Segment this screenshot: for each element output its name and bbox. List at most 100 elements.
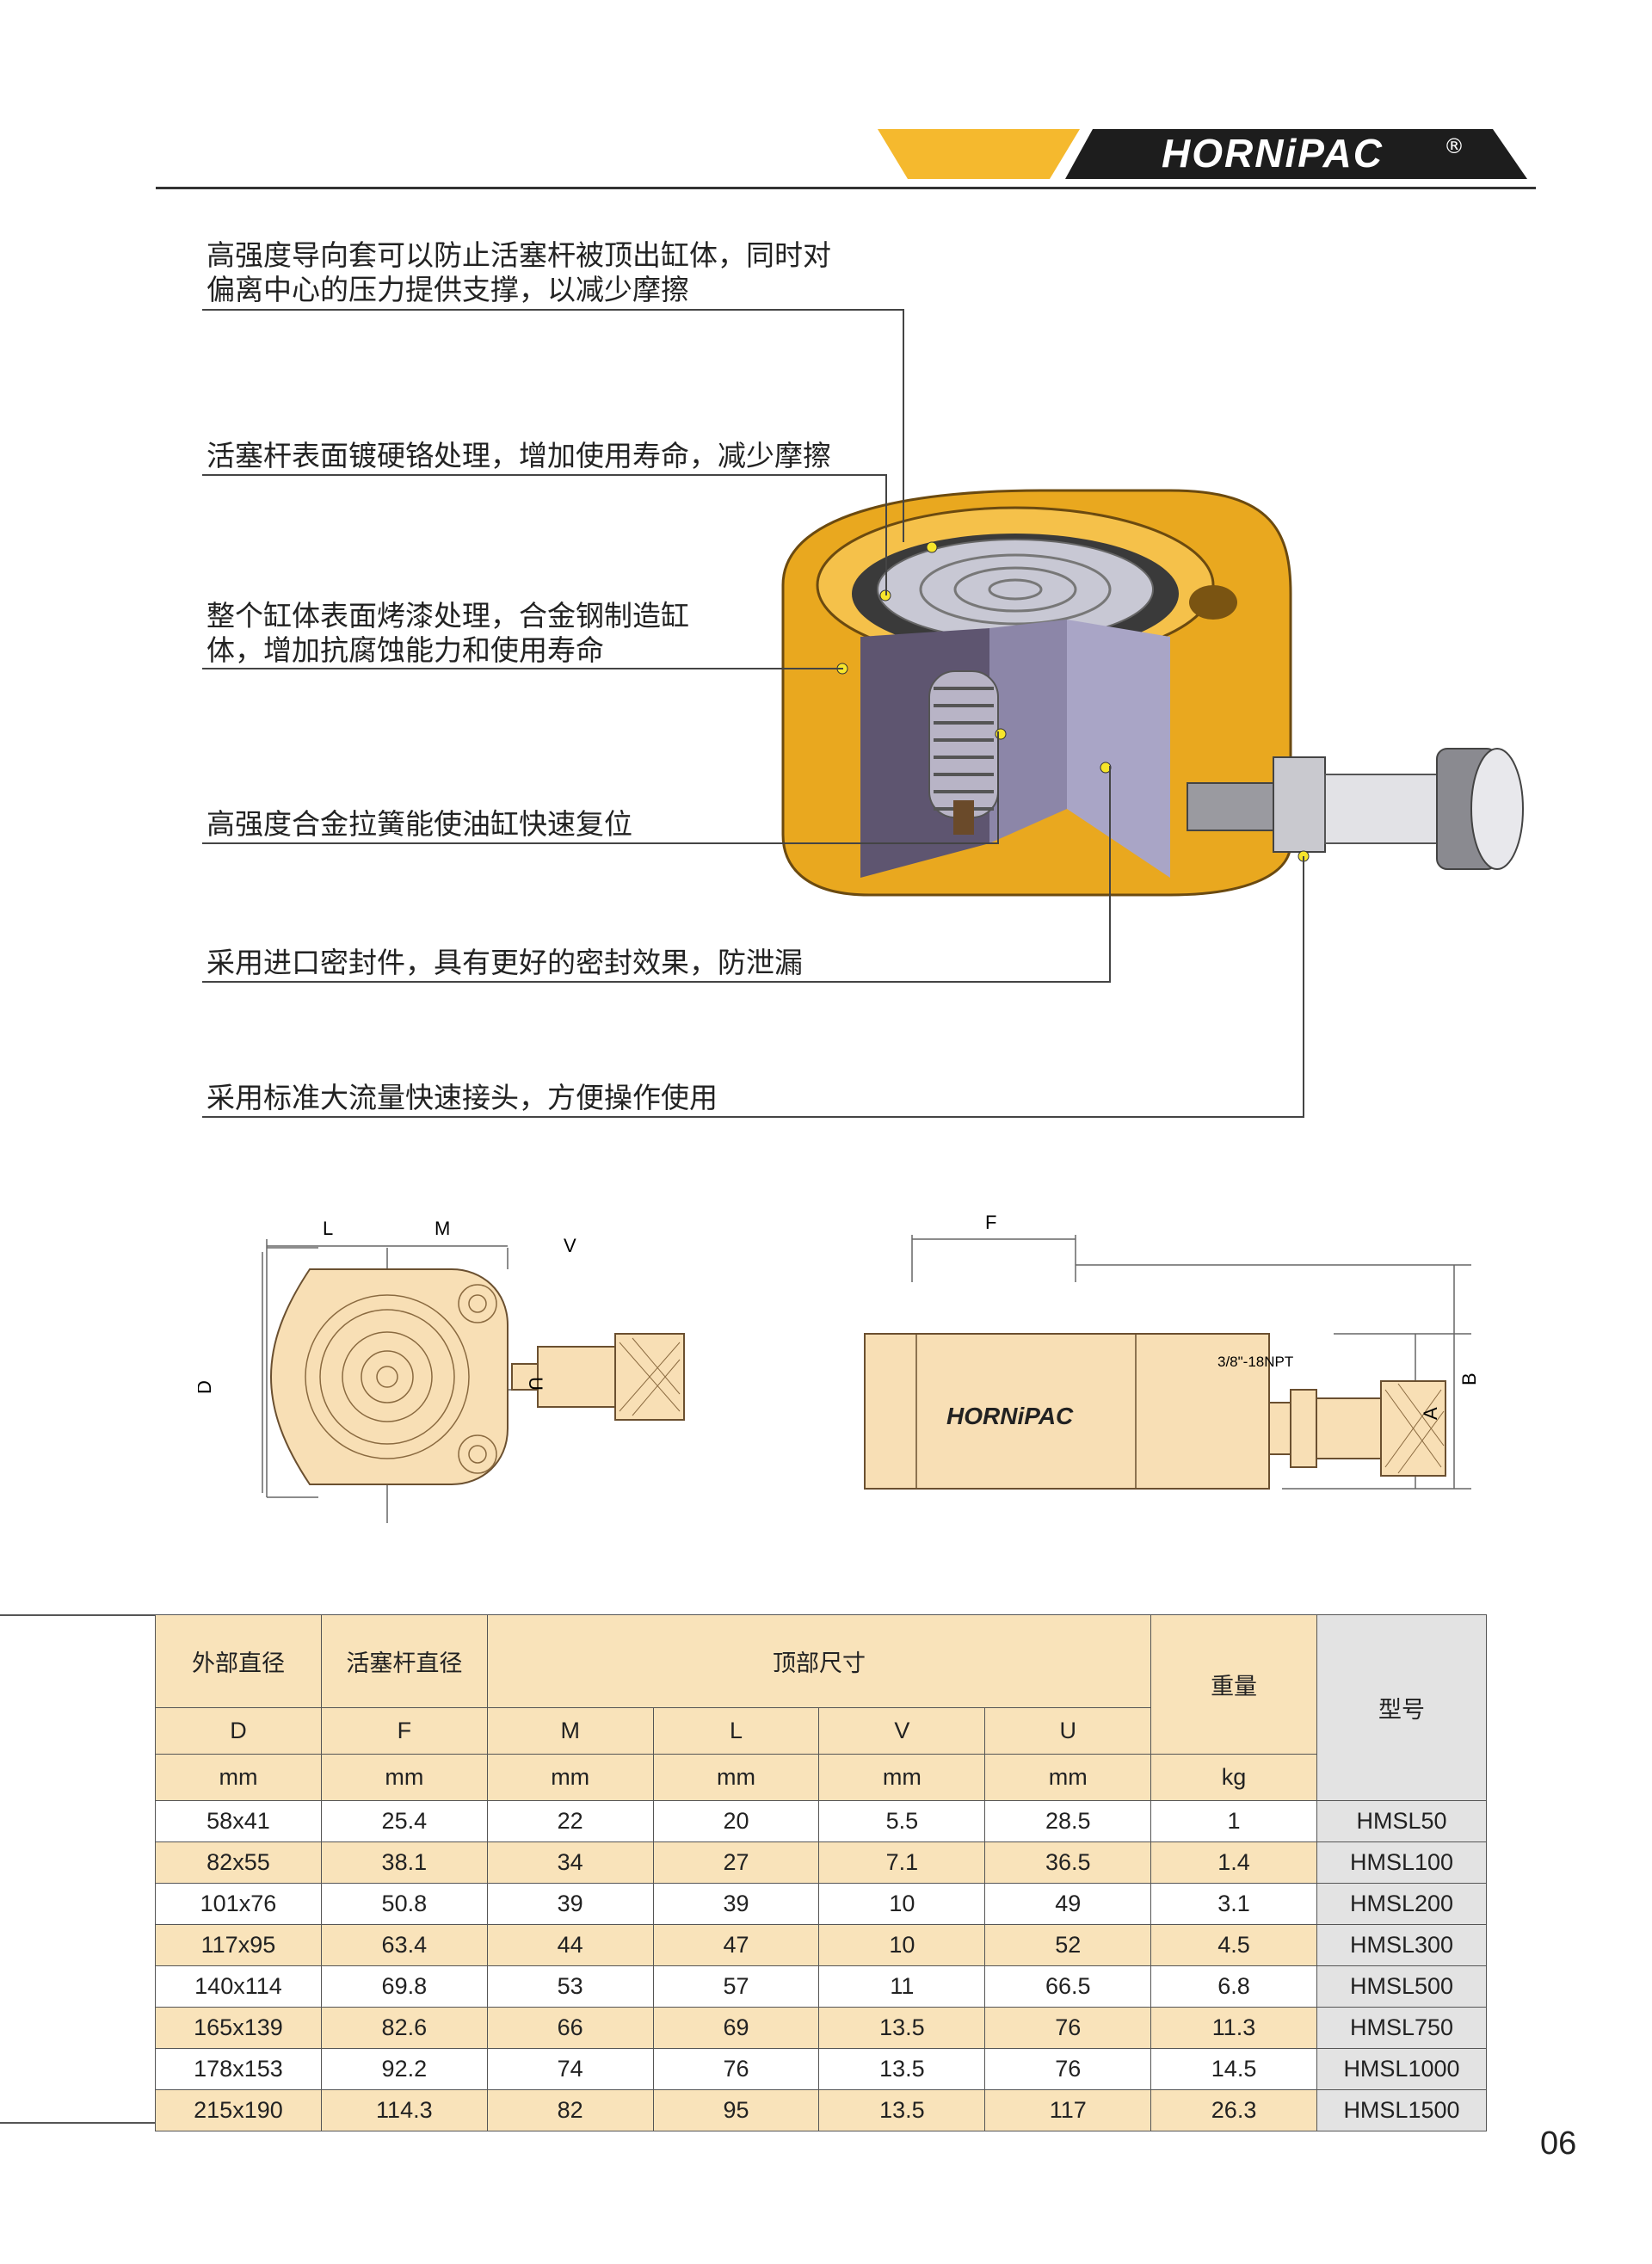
table-cell: 27 [652, 1841, 820, 1884]
table-cell: 66 [486, 2007, 654, 2049]
cut-wall-right [1067, 620, 1170, 878]
side-view-brand: HORNiPAC [946, 1403, 1074, 1429]
label-D: D [198, 1380, 215, 1394]
table-cell: 82 [486, 2089, 654, 2131]
header-model: 型号 [1316, 1614, 1488, 1801]
table-cell: 49 [984, 1883, 1152, 1925]
callout-chrome-rod: 活塞杆表面镀硬铬处理，增加使用寿命，减少摩擦 [206, 439, 831, 472]
table-cell: 7.1 [818, 1841, 986, 1884]
table-cell: 11.3 [1150, 2007, 1317, 2049]
symbol-V: V [818, 1707, 986, 1755]
table-cell: 34 [486, 1841, 654, 1884]
table-cell: 165x139 [155, 2007, 322, 2049]
table-cell: 22 [486, 1800, 654, 1842]
table-cell: 26.3 [1150, 2089, 1317, 2131]
label-thread: 3/8"-18NPT [1217, 1354, 1293, 1370]
table-cell: 1 [1150, 1800, 1317, 1842]
table-cell: 140x114 [155, 1965, 322, 2008]
table-cell: 3.1 [1150, 1883, 1317, 1925]
callout-seals: 采用进口密封件，具有更好的密封效果，防泄漏 [206, 946, 803, 979]
spring-anchor [953, 800, 974, 835]
side-view-body [864, 1333, 1270, 1490]
table-cell: 215x190 [155, 2089, 322, 2131]
label-F: F [985, 1212, 996, 1233]
unit-cell: mm [155, 1754, 322, 1801]
table-unit-row: mm mm mm mm mm mm kg [155, 1754, 1487, 1801]
symbol-U: U [984, 1707, 1152, 1755]
brand-logo-graphic: HORNiPAC ® [878, 129, 1527, 179]
unit-cell: mm [320, 1754, 488, 1801]
coupler-body [1324, 774, 1438, 844]
table-cell: 28.5 [984, 1800, 1152, 1842]
model-cell: HMSL500 [1316, 1965, 1488, 2008]
table-cell: 117x95 [155, 1924, 322, 1966]
top-view-body [269, 1268, 509, 1485]
table-cell: 66.5 [984, 1965, 1152, 2008]
model-cell: HMSL50 [1316, 1800, 1488, 1842]
label-B: B [1458, 1373, 1480, 1385]
table-cell: 74 [486, 2048, 654, 2090]
table-symbol-row: D F M L V U [155, 1707, 1487, 1755]
table-cell: 10 [818, 1883, 986, 1925]
symbol-M: M [486, 1707, 654, 1755]
table-cell: 50.8 [320, 1883, 488, 1925]
label-L: L [323, 1218, 333, 1239]
side-view-drawing: HORNiPAC F 3/8"-18NPT A B [864, 1212, 1480, 1490]
callout-guide-sleeve: 高强度导向套可以防止活塞杆被顶出缸体，同时对 偏离中心的压力提供支撑，以减少摩擦 [206, 238, 831, 306]
header-rod-dia: 活塞杆直径 [320, 1614, 488, 1708]
callout-return-spring: 高强度合金拉簧能使油缸快速复位 [206, 807, 632, 841]
table-cell: 14.5 [1150, 2048, 1317, 2090]
table-cell: 36.5 [984, 1841, 1152, 1884]
table-cell: 114.3 [320, 2089, 488, 2131]
header-outer-dia: 外部直径 [155, 1614, 322, 1708]
label-V: V [564, 1235, 576, 1256]
table-cell: 47 [652, 1924, 820, 1966]
model-cell: HMSL1500 [1316, 2089, 1488, 2131]
brand-logo-text: HORNiPAC [1162, 131, 1384, 176]
table-cell: 95 [652, 2089, 820, 2131]
table-cell: 13.5 [818, 2048, 986, 2090]
symbol-L: L [652, 1707, 820, 1755]
table-cell: 11 [818, 1965, 986, 2008]
mounting-hole [1189, 585, 1237, 620]
registered-mark: ® [1444, 134, 1464, 158]
table-left-rule-top [0, 1614, 155, 1616]
page-number: 06 [1540, 2125, 1577, 2162]
table-cell: 63.4 [320, 1924, 488, 1966]
table-cell: 10 [818, 1924, 986, 1966]
table-group-header-row: 外部直径 活塞杆直径 顶部尺寸 重量 型号 [155, 1614, 1488, 1801]
table-cell: 117 [984, 2089, 1152, 2131]
header-weight: 重量 [1150, 1614, 1317, 1755]
table-cell: 5.5 [818, 1800, 986, 1842]
unit-cell: mm [652, 1754, 820, 1801]
callout-painted-body: 整个缸体表面烤漆处理，合金钢制造缸 体，增加抗腐蚀能力和使用寿命 [206, 599, 689, 667]
label-U: U [525, 1377, 546, 1391]
table-cell: 76 [984, 2007, 1152, 2049]
table-cell: 1.4 [1150, 1841, 1317, 1884]
callout-coupler: 采用标准大流量快速接头，方便操作使用 [206, 1081, 718, 1114]
table-cell: 101x76 [155, 1883, 322, 1925]
brand-header: HORNiPAC ® [878, 129, 1540, 182]
label-A: A [1420, 1407, 1441, 1420]
spec-table: 外部直径 活塞杆直径 顶部尺寸 重量 型号 D F M L V U mm mm … [155, 1614, 1488, 2131]
table-cell: 69.8 [320, 1965, 488, 2008]
symbol-F: F [320, 1707, 488, 1755]
table-cell: 39 [652, 1883, 820, 1925]
cylinder-cutaway-illustration [781, 489, 1524, 897]
unit-cell: mm [984, 1754, 1152, 1801]
table-cell: 53 [486, 1965, 654, 2008]
symbol-D: D [155, 1707, 322, 1755]
table-cell: 76 [984, 2048, 1152, 2090]
model-cell: HMSL200 [1316, 1883, 1488, 1925]
header-rule [156, 187, 1536, 189]
model-cell: HMSL100 [1316, 1841, 1488, 1884]
table-cell: 76 [652, 2048, 820, 2090]
coupler-opening [1470, 748, 1524, 870]
